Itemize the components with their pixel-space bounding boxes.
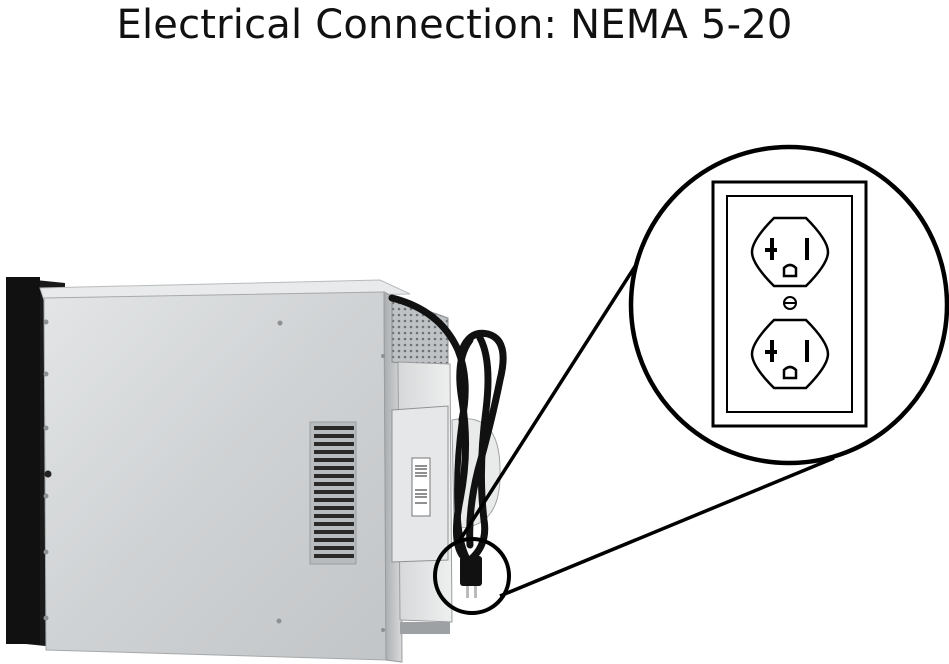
plug (460, 556, 482, 598)
rating-label (411, 457, 431, 517)
outlet-upper (750, 216, 830, 288)
panel-screws (43, 319, 385, 632)
microwave-oven (6, 277, 507, 663)
receptacle-callout (628, 144, 949, 466)
power-cord (388, 294, 507, 564)
outlet-lower (750, 318, 830, 390)
callout-line-upper (458, 256, 643, 541)
page-title: Electrical Connection: NEMA 5-20 (116, 2, 793, 48)
ventilation-grille (309, 421, 357, 565)
callout-line-lower (499, 456, 835, 598)
plate-screw (783, 296, 797, 310)
plug-highlight-circle (433, 537, 511, 615)
